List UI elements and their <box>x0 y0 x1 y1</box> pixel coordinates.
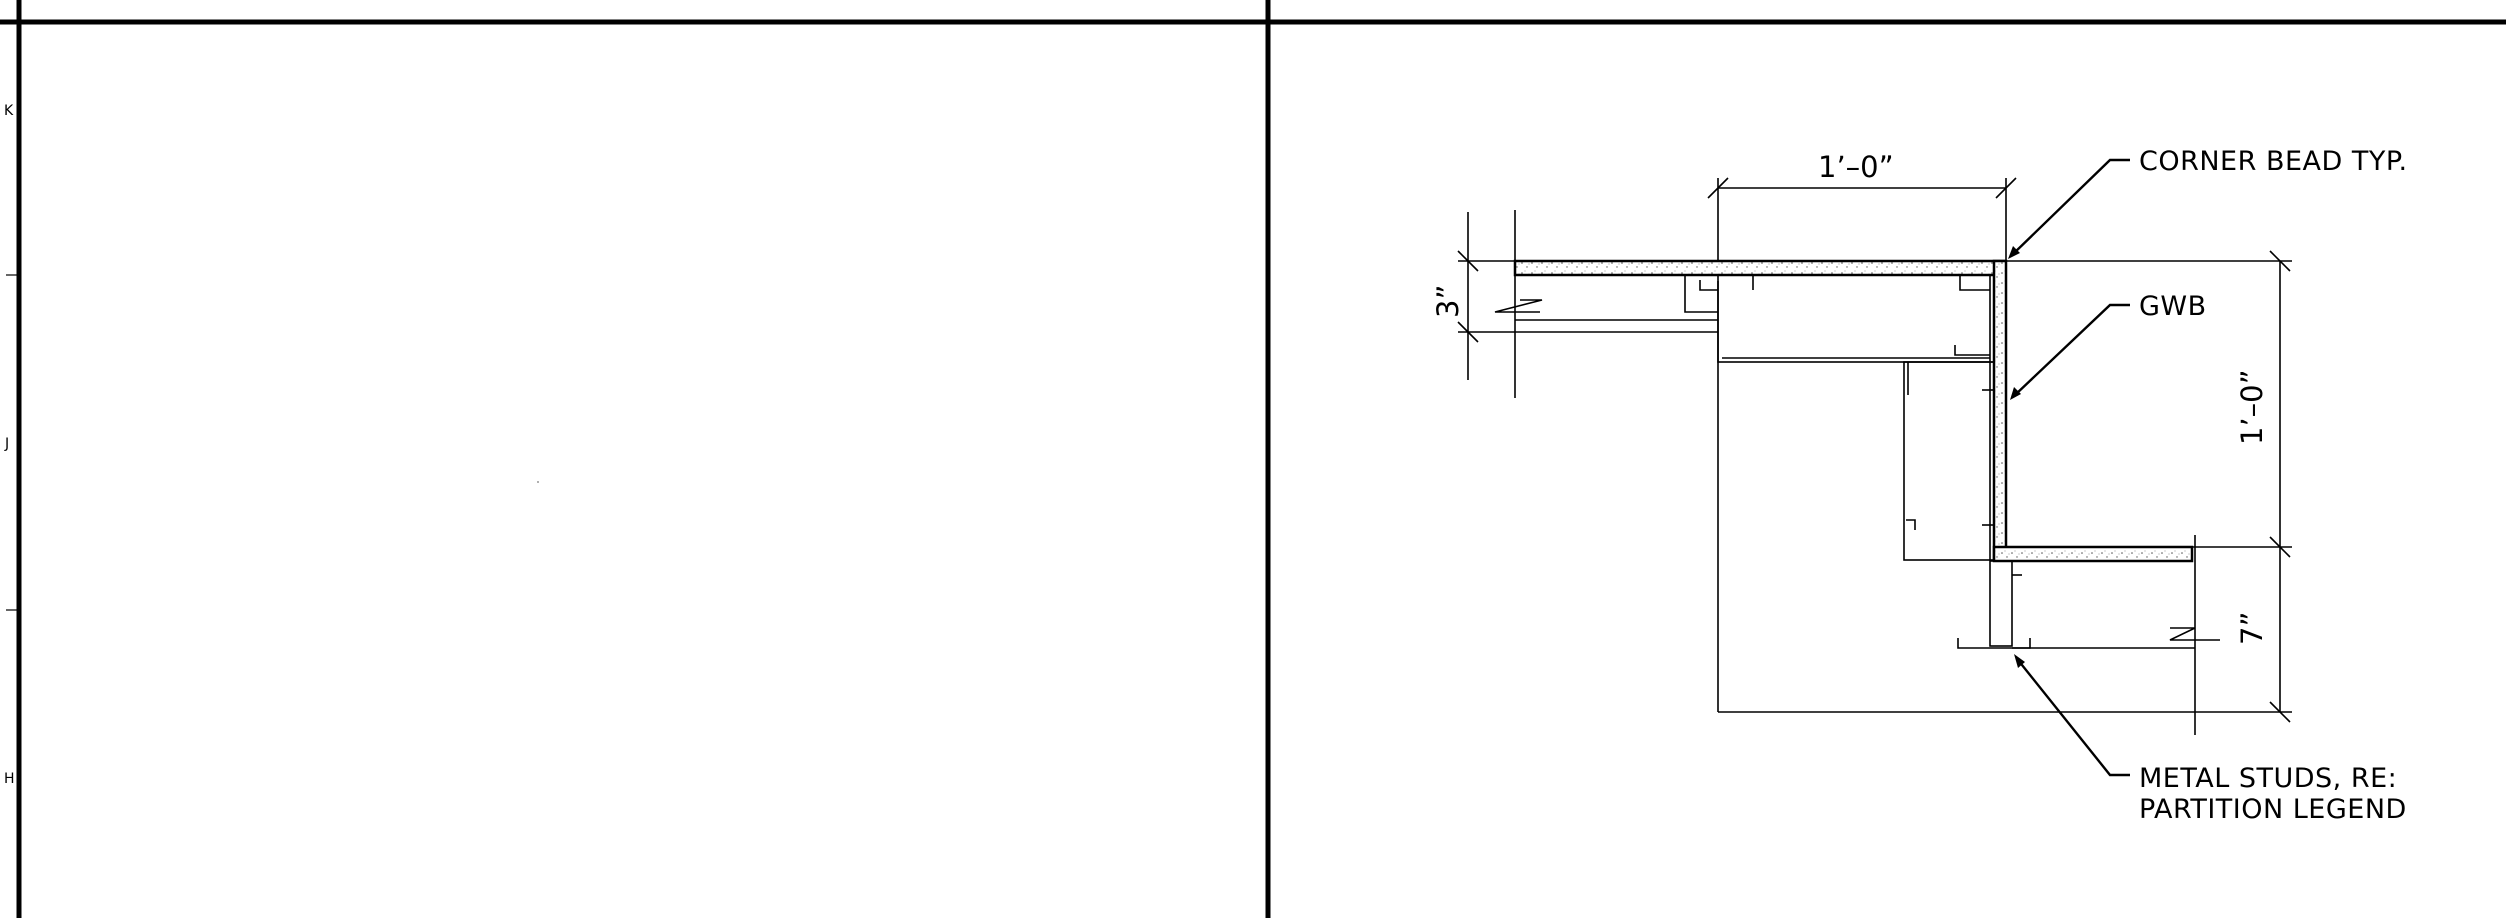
gwb-vertical-board <box>1992 259 2008 562</box>
leader-metal-studs <box>2017 659 2130 777</box>
leaders <box>2011 158 2130 777</box>
stud-framing <box>1494 210 2220 735</box>
dim-tick <box>1457 321 1479 343</box>
break-line-right <box>2169 627 2220 641</box>
stud-box-top <box>1717 274 1995 363</box>
arrowhead-metal-studs <box>2014 654 2025 668</box>
gwb-top-board <box>1513 259 2007 277</box>
stud-flange <box>1954 345 1990 356</box>
dim-tick <box>2269 250 2291 272</box>
gwb-boards <box>1513 259 2194 563</box>
grid-label-j: J <box>4 436 9 452</box>
stud-flange <box>1906 519 1916 530</box>
dim-tick <box>2269 701 2291 723</box>
grid-label-k: K <box>4 103 14 119</box>
note-metal-studs-line2: PARTITION LEGEND <box>2139 794 2407 825</box>
dimension-right-offset: 7” <box>2235 612 2269 645</box>
arrowhead-gwb <box>2010 387 2021 400</box>
gwb-bottom-board <box>1992 545 2194 563</box>
stray-mark <box>537 481 539 483</box>
leader-arrowheads <box>2008 246 2025 668</box>
dimension-left-offset: 3” <box>1431 285 1465 318</box>
dim-tick <box>1707 177 1729 199</box>
stud-box-bottom <box>1989 560 2013 647</box>
stud-flange <box>1699 280 1718 291</box>
stud-flange <box>1684 275 1718 313</box>
break-line-left <box>1494 299 1543 313</box>
note-gwb: GWB <box>2139 291 2207 322</box>
note-metal-studs-line1: METAL STUDS, RE: <box>2139 763 2397 794</box>
dimension-top-width: 1’–0” <box>1818 150 1894 184</box>
dim-tick <box>1457 250 1479 272</box>
dimension-right-height: 1’–0” <box>2235 369 2269 445</box>
stud-box-vertical <box>1903 361 1995 561</box>
stud-flange <box>1957 638 2031 649</box>
corner-detail: 1’–0” 1’–0” 3” 7” CORNER BEAD TYP. GWB M… <box>1431 146 2408 825</box>
dim-tick <box>1995 177 2017 199</box>
leader-gwb <box>2014 303 2130 396</box>
dimension-lines <box>1457 177 2292 723</box>
grid-markers <box>6 274 19 611</box>
grid-label-h: H <box>4 771 15 787</box>
stud-flange <box>1959 275 1990 291</box>
leader-corner-bead <box>2011 158 2130 256</box>
note-corner-bead: CORNER BEAD TYP. <box>2139 146 2408 177</box>
arrowhead-corner-bead <box>2008 246 2020 259</box>
